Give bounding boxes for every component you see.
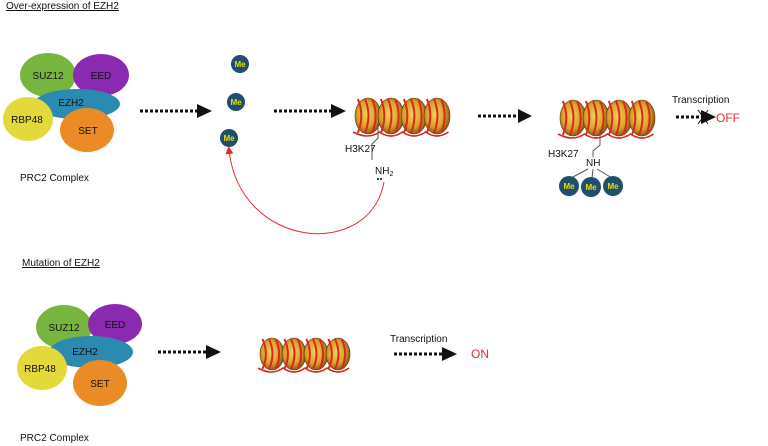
prc2-complex-top: SUZ12 EED EZH2 RBP48 SET	[3, 53, 129, 152]
eed-label: EED	[105, 320, 126, 331]
header-mutation: Mutation of EZH2	[22, 258, 100, 269]
rbp48-label: RBP48	[11, 115, 43, 126]
methyl-group-1: Me	[231, 55, 249, 73]
svg-text:Me: Me	[585, 183, 597, 192]
suz12-subunit	[20, 53, 76, 97]
nucleosome	[354, 97, 382, 135]
ezh2-label: EZH2	[58, 98, 84, 109]
lysine-side-chain-2	[592, 130, 601, 157]
rbp48-subunit	[3, 97, 53, 141]
set-label: SET	[78, 126, 97, 137]
ezh2-label: EZH2	[72, 347, 98, 358]
transcription-label-2: Transcription	[390, 334, 447, 345]
arrow-4	[158, 345, 221, 359]
prc2-caption-top: PRC2 Complex	[20, 173, 89, 184]
nucleosome	[628, 99, 656, 137]
nucleosome	[400, 97, 428, 135]
eed-label: EED	[91, 71, 112, 82]
prc2-complex-bottom: SUZ12 EED EZH2 RBP48 SET	[17, 304, 142, 406]
methyl-group-bound-1: Me	[559, 176, 579, 196]
eed-subunit	[73, 54, 129, 96]
nh-label: NH	[586, 158, 600, 169]
methyl-group-3: Me	[220, 129, 238, 147]
lone-pair-dot	[380, 178, 382, 180]
transcription-label-1: Transcription	[672, 95, 729, 106]
svg-text:Me: Me	[223, 134, 235, 143]
nucleosome	[559, 99, 587, 137]
transcription-arrow-active	[394, 347, 457, 361]
transcription-arrow-blocked	[676, 109, 716, 125]
nucleosome	[303, 337, 329, 371]
on-label: ON	[471, 347, 489, 361]
svg-text:Me: Me	[563, 182, 575, 191]
methyl-group-2: Me	[227, 93, 245, 111]
nucleosome-array-methylated	[557, 99, 656, 139]
off-label: OFF	[716, 111, 740, 125]
arrow-2	[274, 104, 346, 118]
nucleosome	[423, 97, 451, 135]
nucleosome	[281, 337, 307, 371]
nucleosome-array-unmethylated	[352, 97, 451, 137]
methyl-group-bound-2: Me	[581, 177, 601, 197]
linker-dna	[352, 131, 449, 137]
h3k27-label-2: H3K27	[548, 149, 579, 160]
h3k27-label-1: H3K27	[345, 144, 376, 155]
methyl-transfer-arrow	[225, 146, 385, 235]
set-label: SET	[90, 379, 109, 390]
svg-text:Me: Me	[234, 60, 246, 69]
header-over-expression: Over-expression of EZH2	[6, 1, 119, 12]
set-subunit	[73, 360, 127, 406]
linker-dna	[257, 367, 350, 373]
nh2-label: NH2	[375, 166, 393, 178]
nucleosome	[582, 99, 610, 137]
lone-pair-dot	[377, 178, 379, 180]
arrow-3	[478, 109, 532, 123]
methyl-group-bound-3: Me	[603, 176, 623, 196]
set-subunit	[60, 108, 114, 152]
eed-subunit	[88, 304, 142, 344]
ezh2-subunit	[49, 336, 133, 368]
nucleosome-array-normal	[257, 337, 351, 373]
lysine-side-chain-1	[371, 125, 379, 160]
suz12-label: SUZ12	[32, 71, 64, 82]
nucleosome	[377, 97, 405, 135]
prc2-caption-bottom: PRC2 Complex	[20, 433, 89, 444]
nucleosome	[325, 337, 351, 371]
linker-dna	[557, 133, 654, 139]
nucleosome	[605, 99, 633, 137]
nucleosome	[259, 337, 285, 371]
svg-text:Me: Me	[230, 98, 242, 107]
suz12-label: SUZ12	[48, 323, 80, 334]
arrow-1	[140, 104, 212, 118]
rbp48-label: RBP48	[24, 364, 56, 375]
rbp48-subunit	[17, 346, 67, 390]
svg-text:Me: Me	[607, 182, 619, 191]
